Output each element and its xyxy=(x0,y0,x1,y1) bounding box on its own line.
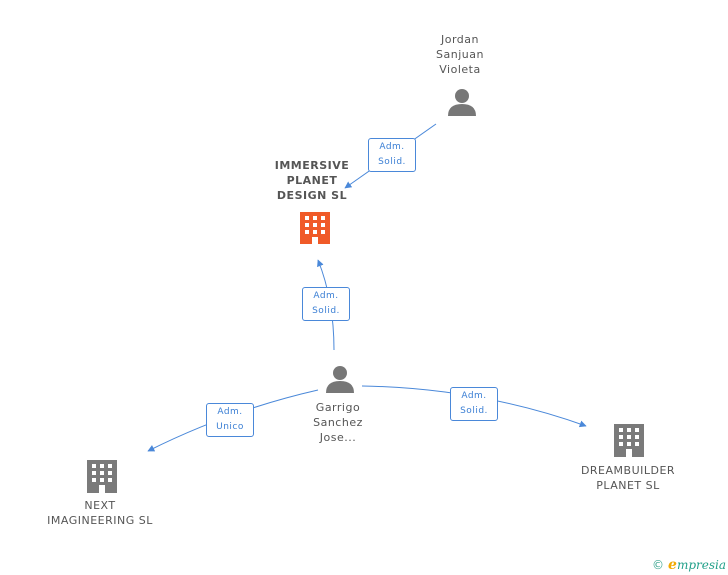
edge-label-line: Solid. xyxy=(460,406,488,416)
edge-label-garrigo-immersive[interactable]: Adm. Solid. xyxy=(302,287,350,321)
node-label-line: PLANET xyxy=(286,174,338,187)
node-label-line: Violeta xyxy=(439,63,481,76)
node-label-line: IMAGINEERING SL xyxy=(47,514,153,527)
node-label-line: Garrigo xyxy=(315,401,361,414)
person-icon xyxy=(326,366,354,393)
edge-label-garrigo-next[interactable]: Adm. Unico xyxy=(206,403,254,437)
person-icon xyxy=(448,89,476,116)
brand-name: mpresia xyxy=(676,558,726,572)
node-label-line: Sanjuan xyxy=(436,48,484,61)
node-label-line: Jordan xyxy=(441,33,479,46)
edge-label-line: Solid. xyxy=(378,157,406,167)
copyright-symbol: © xyxy=(652,558,665,572)
node-label-next[interactable]: NEXT IMAGINEERING SL xyxy=(40,498,160,528)
node-label-immersive[interactable]: IMMERSIVE PLANET DESIGN SL xyxy=(262,158,362,203)
node-label-line: IMMERSIVE xyxy=(274,159,350,172)
node-label-line: PLANET SL xyxy=(596,479,660,492)
edge-label-line: Unico xyxy=(216,422,244,432)
node-label-line: DESIGN SL xyxy=(276,189,348,202)
node-label-garrigo[interactable]: Garrigo Sanchez Jose... xyxy=(298,400,378,445)
building-icon xyxy=(614,424,644,457)
node-label-line: NEXT xyxy=(84,499,116,512)
edge-label-line: Solid. xyxy=(312,306,340,316)
brand-initial: e xyxy=(668,557,677,573)
edge-label-garrigo-dreambuilder[interactable]: Adm. Solid. xyxy=(450,387,498,421)
node-label-line: DREAMBUILDER xyxy=(580,464,676,477)
edge-label-line: Adm. xyxy=(217,407,243,417)
node-label-line: Jose... xyxy=(319,431,357,444)
node-label-dreambuilder[interactable]: DREAMBUILDER PLANET SL xyxy=(572,463,684,493)
edge-label-line: Adm. xyxy=(379,142,405,152)
node-label-line: Sanchez xyxy=(313,416,363,429)
node-label-jordan[interactable]: Jordan Sanjuan Violeta xyxy=(420,32,500,77)
building-icon xyxy=(87,460,117,493)
edge-label-line: Adm. xyxy=(313,291,339,301)
edge-label-jordan-immersive[interactable]: Adm. Solid. xyxy=(368,138,416,172)
edge-label-line: Adm. xyxy=(461,391,487,401)
building-icon xyxy=(300,212,330,244)
brand-footer[interactable]: ©empresia xyxy=(652,557,726,573)
